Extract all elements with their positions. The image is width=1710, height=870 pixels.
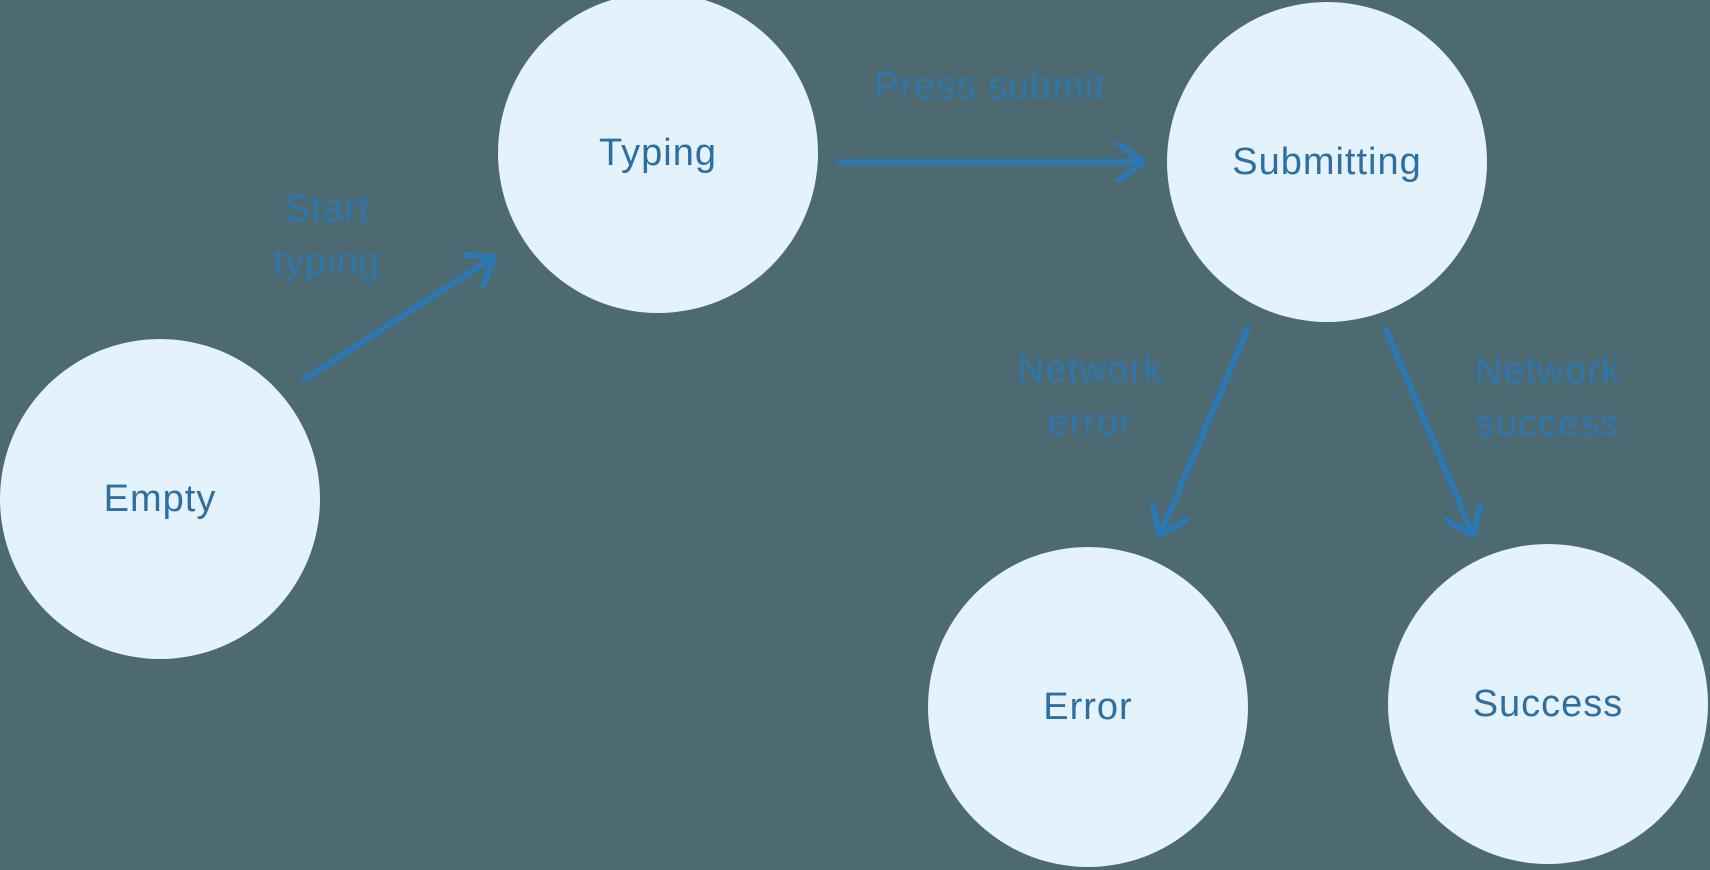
state-label-submitting: Submitting <box>1232 140 1422 183</box>
state-label-success: Success <box>1472 682 1624 725</box>
edge-label-network-error: Network error <box>1016 349 1164 444</box>
edge-label-press-submit: Press submit <box>874 65 1106 108</box>
state-node-success: Success <box>1388 544 1708 864</box>
state-node-submitting: Submitting <box>1167 2 1487 322</box>
state-node-error: Error <box>928 547 1248 867</box>
state-label-empty: Empty <box>103 477 217 520</box>
state-node-typing: Typing <box>498 0 818 313</box>
state-label-error: Error <box>1043 685 1133 728</box>
edge-label-start-typing: Start typing <box>273 188 381 283</box>
edge-label-network-success: Network success <box>1474 350 1622 445</box>
state-node-empty: Empty <box>0 339 320 659</box>
state-label-typing: Typing <box>599 131 717 174</box>
